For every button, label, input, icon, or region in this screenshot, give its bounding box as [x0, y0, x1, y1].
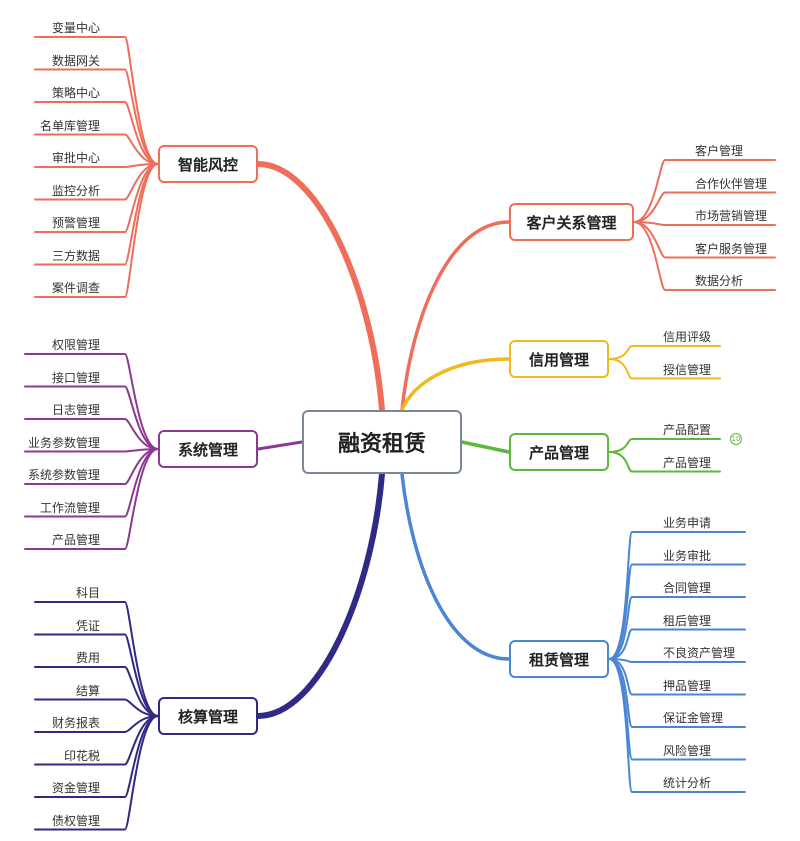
leaf-connector-crm-4 — [633, 221, 776, 291]
leaf-topic-product-0[interactable]: 产品配置 — [663, 423, 712, 437]
leaf-topic-lease-3[interactable]: 租后管理 — [663, 613, 712, 628]
leaf-connector-system-0 — [24, 353, 159, 450]
leaf-topic-accounting-0[interactable]: 科目 — [75, 586, 100, 600]
leaf-topic-accounting-6[interactable]: 资金管理 — [51, 781, 100, 795]
leaf-topic-crm-0[interactable]: 客户管理 — [695, 144, 744, 158]
branch-topic-label: 智能风控 — [177, 155, 238, 174]
leaf-topic-risk-8[interactable]: 案件调查 — [51, 281, 100, 295]
leaf-connector-lease-8 — [608, 658, 746, 793]
branch-topic-label: 信用管理 — [528, 350, 589, 369]
leaf-topic-accounting-7[interactable]: 债权管理 — [51, 813, 100, 828]
leaf-topic-lease-0[interactable]: 业务申请 — [663, 516, 712, 530]
branch-connector-system — [256, 440, 304, 451]
leaf-topic-crm-4[interactable]: 数据分析 — [695, 274, 744, 288]
leaf-topic-system-3[interactable]: 业务参数管理 — [27, 435, 100, 450]
leaf-connector-product-1 — [608, 451, 721, 473]
branch-connector-lease — [400, 472, 511, 661]
leaf-topic-lease-6[interactable]: 保证金管理 — [663, 711, 724, 725]
leaf-topic-lease-4[interactable]: 不良资产管理 — [663, 646, 736, 660]
leaf-topic-risk-3[interactable]: 名单库管理 — [39, 118, 100, 133]
branch-topic-crm[interactable]: 客户关系管理 — [509, 203, 634, 241]
leaf-topic-system-0[interactable]: 权限管理 — [51, 338, 100, 352]
branch-connector-accounting — [255, 471, 385, 719]
leaf-topic-system-2[interactable]: 日志管理 — [51, 403, 100, 417]
leaf-connector-risk-1 — [34, 68, 159, 165]
leaf-topic-system-6[interactable]: 产品管理 — [51, 533, 100, 547]
leaf-connector-system-6 — [24, 448, 159, 550]
branch-topic-accounting[interactable]: 核算管理 — [158, 697, 258, 735]
leaf-topic-credit-0[interactable]: 信用评级 — [663, 330, 712, 344]
leaf-connector-accounting-2 — [34, 666, 159, 717]
leaf-connector-system-2 — [24, 418, 159, 450]
leaf-topic-product-1[interactable]: 产品管理 — [663, 455, 712, 470]
leaf-topic-accounting-4[interactable]: 财务报表 — [51, 716, 100, 730]
leaf-connector-crm-1 — [633, 191, 776, 223]
leaf-topic-risk-2[interactable]: 策略中心 — [51, 86, 100, 100]
branch-topic-label: 客户关系管理 — [526, 213, 617, 232]
leaf-topic-accounting-1[interactable]: 凭证 — [75, 618, 100, 633]
leaf-topic-risk-7[interactable]: 三方数据 — [51, 248, 100, 263]
leaf-topic-risk-5[interactable]: 监控分析 — [51, 183, 100, 198]
leaf-connector-product-0 — [608, 438, 721, 453]
leaf-connector-credit-1 — [608, 358, 721, 380]
leaf-topic-accounting-2[interactable]: 费用 — [75, 651, 100, 665]
branch-connector-credit — [400, 357, 511, 412]
branch-topic-label: 产品管理 — [528, 443, 589, 462]
leaf-topic-system-1[interactable]: 接口管理 — [51, 370, 100, 385]
branch-topic-label: 核算管理 — [177, 707, 238, 726]
branch-topic-label: 系统管理 — [177, 440, 238, 459]
leaf-topic-lease-1[interactable]: 业务审批 — [663, 548, 712, 563]
branch-topic-credit[interactable]: 信用管理 — [509, 340, 609, 378]
leaf-topic-risk-4[interactable]: 审批中心 — [51, 151, 100, 165]
leaf-connector-accounting-1 — [34, 633, 159, 717]
leaf-topic-lease-5[interactable]: 押品管理 — [663, 678, 712, 693]
leaf-connector-risk-8 — [34, 163, 159, 298]
leaf-connector-risk-2 — [34, 101, 159, 165]
leaf-topic-accounting-3[interactable]: 结算 — [75, 683, 100, 698]
leaf-connector-lease-1 — [608, 563, 746, 660]
leaf-topic-lease-7[interactable]: 风险管理 — [663, 743, 712, 758]
leaf-topic-risk-0[interactable]: 变量中心 — [51, 21, 100, 35]
leaf-topic-crm-3[interactable]: 客户服务管理 — [695, 241, 768, 256]
leaf-connector-crm-0 — [633, 159, 776, 223]
leaf-topic-credit-1[interactable]: 授信管理 — [663, 362, 712, 377]
leaf-connector-lease-0 — [608, 531, 746, 660]
leaf-topic-lease-2[interactable]: 合同管理 — [663, 581, 712, 595]
leaf-topic-accounting-5[interactable]: 印花税 — [63, 748, 100, 763]
branch-connector-product — [460, 440, 511, 454]
leaf-connector-lease-3 — [608, 628, 746, 660]
branch-topic-lease[interactable]: 租赁管理 — [509, 640, 609, 678]
central-topic-label: 融资租赁 — [337, 432, 426, 457]
branch-topic-system[interactable]: 系统管理 — [158, 430, 258, 468]
branch-connector-risk — [255, 161, 385, 413]
leaf-topic-system-4[interactable]: 系统参数管理 — [27, 468, 100, 482]
leaf-connector-accounting-7 — [34, 715, 159, 831]
leaf-topic-lease-8[interactable]: 统计分析 — [663, 776, 712, 790]
collapse-badge-product[interactable]: 10 — [730, 433, 742, 445]
leaf-topic-crm-2[interactable]: 市场营销管理 — [695, 209, 768, 223]
leaf-topic-system-5[interactable]: 工作流管理 — [39, 500, 100, 515]
branch-topic-label: 租赁管理 — [528, 650, 589, 669]
leaf-connector-risk-0 — [34, 36, 159, 165]
leaf-topic-risk-6[interactable]: 预警管理 — [51, 216, 100, 230]
branch-topic-risk[interactable]: 智能风控 — [158, 145, 258, 183]
leaf-topic-risk-1[interactable]: 数据网关 — [51, 53, 100, 68]
branch-connector-crm — [400, 220, 511, 412]
leaf-connector-credit-0 — [608, 345, 721, 360]
leaf-connector-accounting-0 — [34, 601, 159, 717]
leaf-connector-lease-2 — [608, 596, 746, 660]
leaf-connector-accounting-3 — [34, 698, 159, 717]
branch-topic-product[interactable]: 产品管理 — [509, 433, 609, 471]
leaf-topic-crm-1[interactable]: 合作伙伴管理 — [695, 176, 768, 191]
leaf-connector-system-1 — [24, 385, 159, 450]
leaf-connector-risk-3 — [34, 133, 159, 165]
central-topic[interactable]: 融资租赁 — [302, 410, 462, 474]
